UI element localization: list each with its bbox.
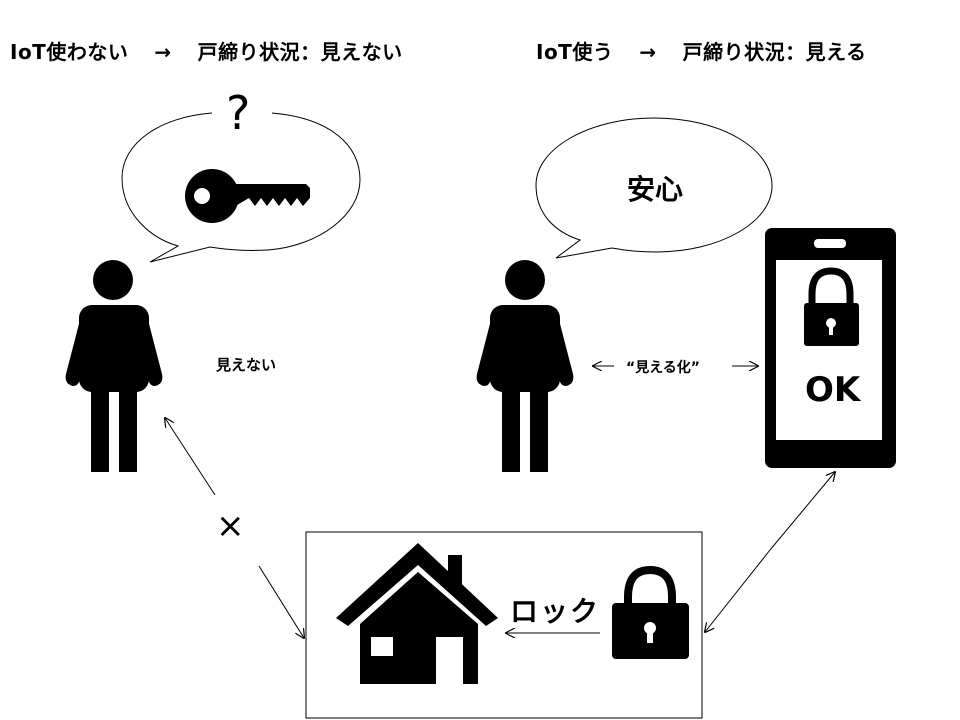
anshin-label: 安心 [627,173,684,206]
lock-label: ロック [510,595,601,628]
heading-right-after: 戸締り状況：見える [682,40,867,64]
key-icon [185,169,310,223]
ok-label: OK [805,370,861,410]
arrow-box-to-box-left [258,565,304,638]
house-icon [336,543,498,684]
heading-right-before: IoT使う [536,40,614,64]
arrow-box-to-person-left [165,418,216,496]
invisible-label: 見えない [216,356,277,374]
heading-without-iot: IoT使わない → 戸締り状況：見えない [10,36,403,65]
speech-bubble-right [535,117,773,259]
arrow-phone-box-down [705,549,771,632]
visualize-label: “見える化” [624,357,702,377]
person-icon-right [476,260,574,472]
person-icon-left [65,260,163,472]
heading-left-before: IoT使わない [10,40,129,64]
padlock-icon-box [612,565,689,659]
smartphone-icon [765,228,896,468]
heading-left-arrow: → [154,40,172,64]
heading-right-arrow: → [639,40,657,64]
question-mark: ? [226,86,251,140]
arrow-phone-box-up [769,472,835,551]
padlock-icon-phone [804,267,859,346]
heading-with-iot: IoT使う → 戸締り状況：見える [536,36,867,65]
x-mark: × [216,506,245,546]
heading-left-after: 戸締り状況：見えない [197,40,403,64]
